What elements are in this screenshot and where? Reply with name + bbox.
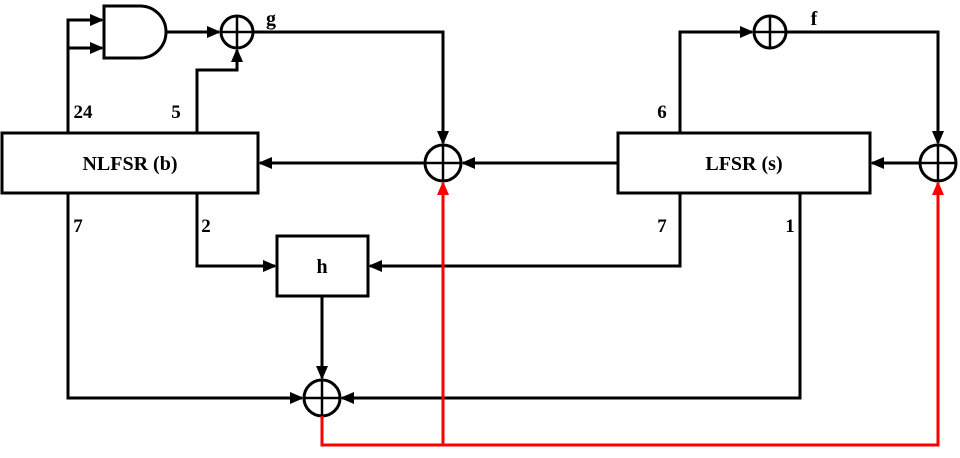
wire-xor-g-to-feedback-xor bbox=[253, 30, 449, 145]
wire-tap2-to-h bbox=[195, 193, 277, 272]
tap-label-7-lfsr: 7 bbox=[657, 216, 667, 237]
g-function-label: g bbox=[266, 8, 276, 30]
wire-tap6-to-xor-f bbox=[678, 26, 754, 133]
tap-label-6: 6 bbox=[657, 102, 667, 123]
h-function-label: h bbox=[316, 256, 327, 278]
tap-label-7-nlfsr: 7 bbox=[73, 216, 83, 237]
red-feedback-wires bbox=[320, 181, 944, 447]
lfsr-register-label: LFSR (s) bbox=[705, 153, 782, 175]
xor-gate-lfsr-feedback-icon bbox=[918, 143, 958, 183]
tap-label-1: 1 bbox=[785, 216, 795, 237]
black-wires bbox=[66, 14, 944, 404]
xor-gate-nlfsr-feedback-icon bbox=[423, 143, 463, 183]
wire-nlfsr-to-and-top bbox=[66, 14, 104, 133]
wire-xor-f-to-lfsr-xor bbox=[786, 30, 944, 145]
h-function-box bbox=[275, 234, 370, 298]
xor-gate-output-icon bbox=[302, 378, 342, 418]
nlfsr-register-box bbox=[0, 131, 260, 195]
f-function-label: f bbox=[811, 8, 818, 30]
and-gate-icon bbox=[102, 4, 168, 60]
xor-gate-f-icon bbox=[752, 14, 788, 50]
xor-gate-g-icon bbox=[219, 14, 255, 50]
lfsr-register-box bbox=[616, 131, 872, 195]
tap-label-24: 24 bbox=[74, 102, 94, 123]
wire-lfsr-tap1-to-output-xor bbox=[340, 193, 802, 404]
labels: NLFSR (b) LFSR (s) h g f 24 5 6 7 2 7 1 bbox=[73, 8, 817, 278]
wire-tap7-to-h bbox=[368, 193, 682, 272]
nlfsr-register-label: NLFSR (b) bbox=[82, 153, 177, 175]
wire-tap5-to-xor-g bbox=[195, 48, 243, 133]
wire-output-feedback-to-lfsr-xor bbox=[320, 181, 944, 447]
tap-label-2: 2 bbox=[201, 216, 211, 237]
shapes bbox=[0, 4, 958, 418]
tap-label-5: 5 bbox=[171, 102, 181, 123]
wire-nlfsr-tap7-to-output-xor bbox=[66, 193, 304, 404]
